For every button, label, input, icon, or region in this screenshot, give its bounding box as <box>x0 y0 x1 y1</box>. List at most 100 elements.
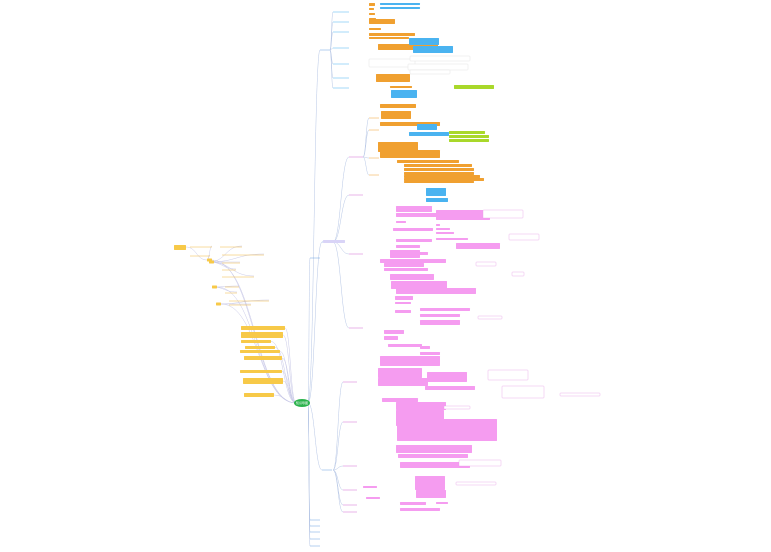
lower-pink-node[interactable] <box>396 402 446 410</box>
middle-pink-node[interactable] <box>395 296 413 300</box>
lower-pink-node[interactable] <box>400 508 440 511</box>
lower-pink-node[interactable] <box>400 502 426 505</box>
middle-pink-node[interactable] <box>396 288 476 294</box>
main-branch-label-box[interactable] <box>323 240 345 243</box>
middle-pink-node[interactable] <box>395 310 411 313</box>
middle-pink-node[interactable] <box>420 320 460 325</box>
middle-pink-node[interactable] <box>396 245 420 248</box>
middle-blue-node[interactable] <box>426 198 448 202</box>
left-list-item[interactable] <box>244 356 282 360</box>
lower-pink-node[interactable] <box>400 462 470 468</box>
middle-orange-node[interactable] <box>404 164 472 167</box>
middle-lime-node[interactable] <box>449 139 489 142</box>
lower-pink-node[interactable] <box>427 372 467 382</box>
lower-pink-node[interactable] <box>378 378 428 386</box>
upper-leaf-node[interactable] <box>368 58 416 68</box>
upper-leaf-node[interactable] <box>369 3 375 6</box>
lower-pink-node[interactable] <box>397 419 497 441</box>
middle-pink-node[interactable] <box>436 238 468 240</box>
upper-leaf-node[interactable] <box>454 85 494 89</box>
lower-white-node[interactable] <box>559 392 601 397</box>
upper-leaf-node[interactable] <box>369 19 395 24</box>
left-list-item[interactable] <box>241 332 283 338</box>
left-list-item[interactable] <box>241 326 285 330</box>
middle-pink-node[interactable] <box>390 274 434 280</box>
middle-pink-node[interactable] <box>396 221 406 223</box>
middle-orange-node[interactable] <box>404 172 474 175</box>
upper-leaf-node[interactable] <box>409 55 471 62</box>
lower-pink-node[interactable] <box>415 476 445 490</box>
middle-pink-node[interactable] <box>436 224 440 226</box>
middle-orange-node[interactable] <box>404 175 480 178</box>
lower-pink-node[interactable] <box>425 386 475 390</box>
upper-leaf-node[interactable] <box>409 69 451 75</box>
upper-leaf-node[interactable] <box>369 33 415 36</box>
upper-leaf-node[interactable] <box>380 7 420 9</box>
middle-orange-node[interactable] <box>397 160 459 163</box>
middle-pink-node[interactable] <box>420 352 440 355</box>
middle-lime-node[interactable] <box>449 131 485 134</box>
upper-leaf-node[interactable] <box>409 38 439 45</box>
middle-pink-node[interactable] <box>380 259 446 263</box>
left-branch-node[interactable] <box>216 302 221 306</box>
upper-leaf-node[interactable] <box>380 3 420 5</box>
left-branch-node[interactable] <box>209 260 214 264</box>
middle-pink-node[interactable] <box>396 239 432 242</box>
middle-pink-node[interactable] <box>384 263 424 267</box>
middle-pink-node[interactable] <box>388 344 422 347</box>
left-list-item[interactable] <box>244 393 274 397</box>
upper-leaf-node[interactable] <box>369 28 381 30</box>
upper-leaf-node[interactable] <box>376 74 410 82</box>
middle-orange-node[interactable] <box>380 150 440 158</box>
middle-pink-node[interactable] <box>406 252 428 255</box>
lower-white-node[interactable] <box>458 459 502 467</box>
left-list-item[interactable] <box>240 370 282 373</box>
upper-leaf-node[interactable] <box>413 46 453 53</box>
upper-leaf-node[interactable] <box>391 90 417 98</box>
lower-white-node[interactable] <box>443 405 471 410</box>
lower-pink-node[interactable] <box>398 454 468 458</box>
middle-blue-node[interactable] <box>409 132 449 136</box>
upper-leaf-node[interactable] <box>407 63 469 71</box>
middle-orange-node[interactable] <box>404 168 474 171</box>
upper-leaf-node[interactable] <box>369 13 375 15</box>
middle-orange-node[interactable] <box>404 178 484 181</box>
middle-white-node[interactable] <box>508 233 540 241</box>
middle-pink-node[interactable] <box>396 213 442 217</box>
middle-pink-node[interactable] <box>384 336 398 340</box>
middle-orange-node[interactable] <box>380 104 416 108</box>
middle-pink-node[interactable] <box>456 243 500 249</box>
middle-white-node[interactable] <box>482 209 524 219</box>
root-node[interactable]: 知识导图 <box>294 399 310 407</box>
lower-pink-node[interactable] <box>378 368 422 378</box>
middle-pink-node[interactable] <box>384 330 404 334</box>
left-list-item[interactable] <box>240 350 280 353</box>
middle-pink-node[interactable] <box>436 228 450 230</box>
lower-white-node[interactable] <box>455 481 497 486</box>
lower-pink-node[interactable] <box>382 398 418 402</box>
lower-white-node[interactable] <box>501 385 545 399</box>
left-list-item[interactable] <box>241 340 271 343</box>
middle-pink-node[interactable] <box>393 228 433 231</box>
lower-pink-node[interactable] <box>436 502 448 504</box>
left-list-item[interactable] <box>245 346 275 349</box>
middle-blue-node[interactable] <box>426 188 446 196</box>
middle-orange-node[interactable] <box>404 181 474 183</box>
middle-pink-node[interactable] <box>420 346 430 349</box>
middle-white-node[interactable] <box>475 261 497 267</box>
middle-white-node[interactable] <box>477 315 503 320</box>
middle-lime-node[interactable] <box>449 135 489 138</box>
middle-pink-node[interactable] <box>396 206 432 212</box>
left-list-item[interactable] <box>243 378 283 384</box>
lower-pink-node[interactable] <box>380 356 440 366</box>
middle-pink-node[interactable] <box>384 268 428 271</box>
middle-pink-node[interactable] <box>420 314 460 317</box>
lower-pink-node[interactable] <box>363 486 377 488</box>
upper-leaf-node[interactable] <box>369 8 374 10</box>
middle-orange-node[interactable] <box>378 142 418 152</box>
middle-pink-node[interactable] <box>420 308 470 311</box>
middle-pink-node[interactable] <box>436 232 454 234</box>
middle-blue-node[interactable] <box>417 124 437 130</box>
lower-pink-node[interactable] <box>416 490 446 498</box>
